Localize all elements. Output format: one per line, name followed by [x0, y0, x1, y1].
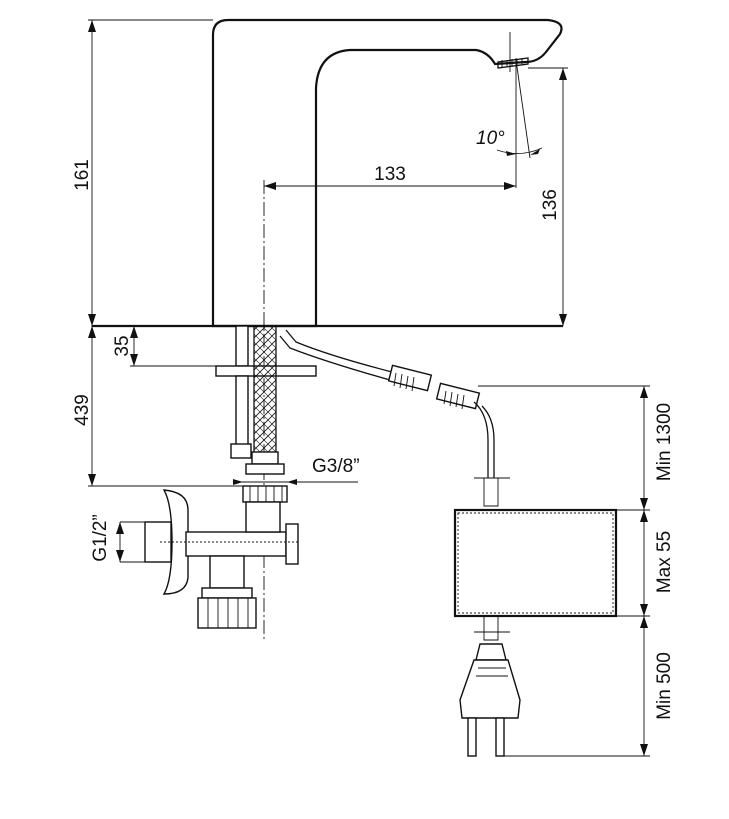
- sensor-cable: [279, 329, 510, 507]
- label-angle: 10°: [476, 128, 505, 149]
- spout-angle-lines: [496, 32, 543, 188]
- label-min-1300: Min 1300: [654, 403, 675, 481]
- braided-hose: [242, 325, 288, 503]
- dim-min-1300: [478, 385, 650, 510]
- label-136: 136: [540, 189, 561, 221]
- angle-arrow-right: [530, 149, 540, 155]
- dim-g12: [116, 522, 124, 562]
- dim-35: [130, 326, 236, 367]
- label-g12: G1/2”: [90, 514, 111, 562]
- label-35: 35: [112, 335, 133, 356]
- dim-136: [528, 67, 568, 326]
- dim-g38: [233, 479, 358, 485]
- dim-439: [88, 326, 243, 487]
- angle-arrow-left: [506, 151, 516, 156]
- dim-133: [264, 182, 516, 190]
- dim-min-500: [640, 616, 648, 756]
- faucet-body: [92, 18, 563, 328]
- dim-161: [88, 19, 213, 326]
- label-min-500: Min 500: [654, 652, 675, 720]
- label-439: 439: [72, 394, 93, 426]
- power-plug: [459, 616, 650, 757]
- label-max-55: Max 55: [654, 531, 675, 593]
- label-133: 133: [374, 164, 406, 185]
- label-161: 161: [72, 159, 93, 191]
- power-supply-box: [453, 508, 650, 618]
- label-g38: G3/8”: [312, 456, 360, 477]
- dim-max-55: [640, 510, 648, 616]
- angle-valve: [120, 489, 300, 629]
